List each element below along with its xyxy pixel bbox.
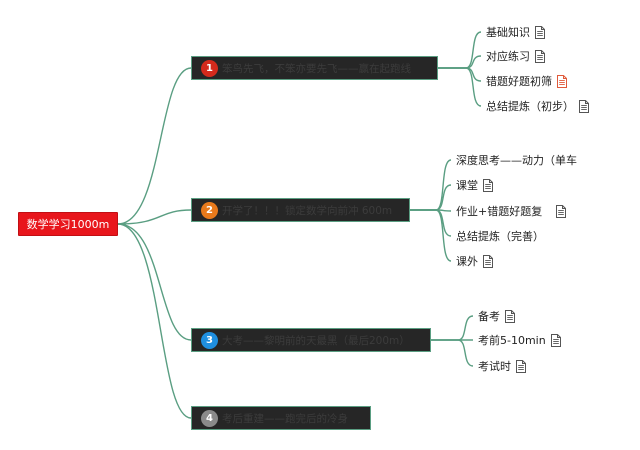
leaf-node-1-4[interactable]: 总结提炼（初步） [486, 96, 589, 116]
leaf-label: 对应练习 [486, 50, 530, 63]
leaf-node-1-3[interactable]: 错题好题初筛 [486, 71, 567, 91]
leaf-node-2-4[interactable]: 总结提炼（完善） [456, 226, 544, 246]
leaf-node-2-2[interactable]: 课堂 [456, 175, 493, 195]
document-icon[interactable] [505, 309, 515, 323]
document-icon[interactable] [516, 359, 526, 373]
leaf-label: 课外 [456, 255, 478, 268]
branch-number-badge: 1 [201, 59, 218, 77]
leaf-label: 错题好题初筛 [486, 75, 552, 88]
document-icon[interactable] [535, 49, 545, 63]
document-icon[interactable] [483, 178, 493, 192]
branch-node-1[interactable]: 1 笨鸟先飞，不笨亦要先飞——赢在起跑线 [191, 56, 438, 80]
document-icon[interactable] [579, 99, 589, 113]
leaf-node-2-1[interactable]: 深度思考——动力（单车 [456, 150, 577, 170]
connector-branch-2-leaf-4 [410, 209, 452, 237]
branch-label: 开学了！！！锁定数学向前冲 600m [222, 204, 393, 217]
leaf-label: 备考 [478, 310, 500, 323]
leaf-label: 考前5-10min [478, 334, 546, 347]
connector-branch-1-leaf-1 [438, 31, 482, 69]
document-icon[interactable] [556, 204, 567, 218]
branch-label: 考后重建——跑完后的冷身 [222, 412, 348, 425]
connector-branch-1-leaf-4 [438, 67, 482, 107]
leaf-label: 作业+错题好题复 [456, 205, 543, 218]
leaf-label: 深度思考——动力（单车 [456, 154, 577, 167]
connector-branch-1-leaf-3 [438, 67, 482, 82]
root-node[interactable]: 数学学习1000m [18, 212, 118, 236]
leaf-label: 总结提炼（初步） [486, 100, 574, 113]
leaf-node-1-1[interactable]: 基础知识 [486, 22, 545, 42]
connector-root-branch-2 [117, 209, 192, 225]
connector-branch-3-leaf-1 [431, 315, 474, 341]
leaf-label: 基础知识 [486, 26, 530, 39]
branch-label: 大考——黎明前的天最黑（最后200m） [222, 334, 410, 347]
connector-root-branch-4 [117, 223, 192, 419]
document-icon[interactable] [557, 74, 567, 88]
connector-branch-2-leaf-2 [410, 184, 452, 211]
leaf-node-2-3[interactable]: 作业+错题好题复 [456, 201, 567, 221]
document-icon[interactable] [550, 333, 561, 347]
connector-branch-3-leaf-3 [431, 339, 474, 367]
leaf-node-2-5[interactable]: 课外 [456, 251, 493, 271]
branch-node-2[interactable]: 2 开学了！！！锁定数学向前冲 600m [191, 198, 410, 222]
connector-branch-2-leaf-1 [410, 159, 452, 211]
branch-number-badge: 4 [201, 409, 218, 427]
branch-label: 笨鸟先飞，不笨亦要先飞——赢在起跑线 [222, 62, 411, 75]
leaf-label: 总结提炼（完善） [456, 230, 544, 243]
leaf-label: 考试时 [478, 360, 511, 373]
leaf-node-3-2[interactable]: 考前5-10min [478, 330, 561, 350]
connector-branch-2-leaf-5 [410, 209, 452, 262]
leaf-node-1-2[interactable]: 对应练习 [486, 46, 545, 66]
branch-node-3[interactable]: 3 大考——黎明前的天最黑（最后200m） [191, 328, 431, 352]
root-node-label: 数学学习1000m [26, 218, 110, 231]
document-icon[interactable] [483, 254, 493, 268]
connector-root-branch-3 [117, 223, 192, 341]
connector-branch-1-leaf-2 [438, 55, 482, 69]
leaf-node-3-1[interactable]: 备考 [478, 306, 515, 326]
leaf-node-3-3[interactable]: 考试时 [478, 356, 526, 376]
connector-root-branch-1 [117, 67, 192, 225]
document-icon[interactable] [535, 25, 545, 39]
branch-number-badge: 3 [201, 331, 218, 349]
branch-number-badge: 2 [201, 201, 218, 219]
branch-node-4[interactable]: 4 考后重建——跑完后的冷身 [191, 406, 371, 430]
leaf-label: 课堂 [456, 179, 478, 192]
